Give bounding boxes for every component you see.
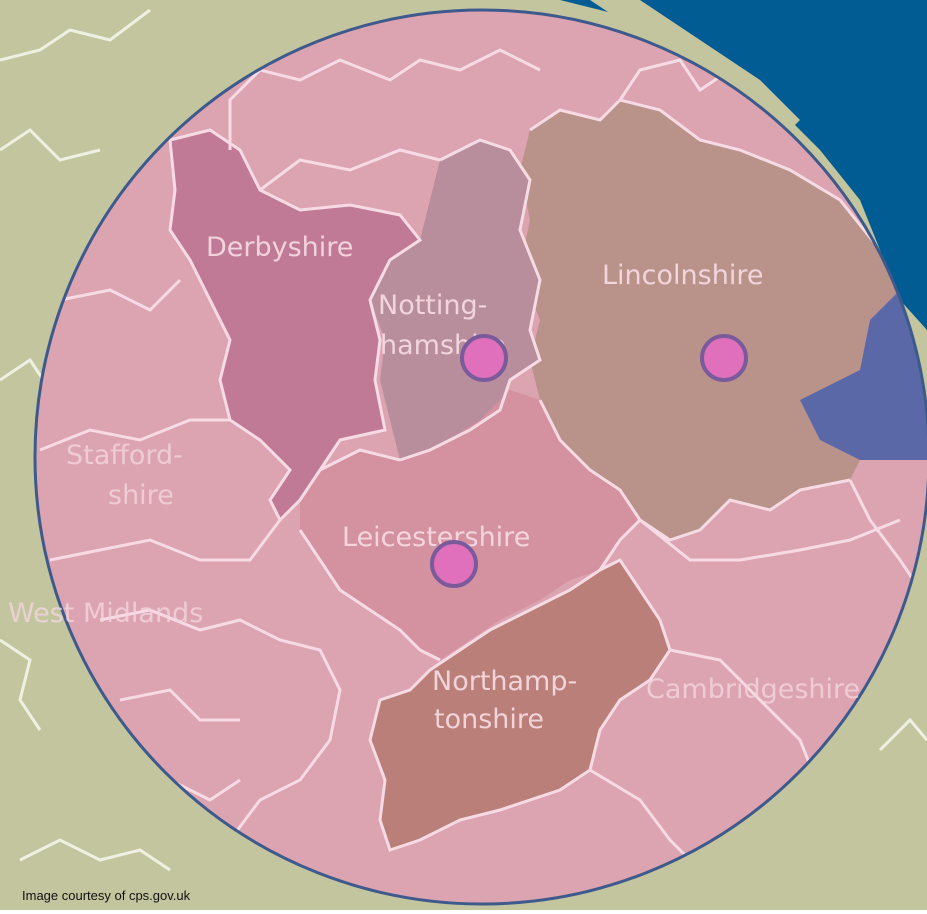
county-derbyshire <box>170 130 420 520</box>
label-nottinghamshire-1: Notting- <box>378 290 487 321</box>
wash <box>800 250 927 460</box>
label-derbyshire: Derbyshire <box>206 232 353 263</box>
county-northamptonshire <box>370 560 670 850</box>
label-leicestershire: Leicestershire <box>342 522 530 553</box>
county-nottinghamshire <box>370 140 540 460</box>
marker-leicestershire[interactable] <box>430 540 478 588</box>
county-boundaries <box>39 48 927 872</box>
label-west-midlands: West Midlands <box>8 598 203 629</box>
sea <box>560 0 927 330</box>
label-northamptonshire-1: Northamp- <box>432 666 577 697</box>
region-circle <box>33 8 927 906</box>
label-cambridgeshire: Cambridgeshire <box>646 674 860 705</box>
image-credit: Image courtesy of cps.gov.uk <box>22 888 191 903</box>
marker-nottinghamshire[interactable] <box>460 334 508 382</box>
location-markers <box>430 334 748 588</box>
label-lincolnshire: Lincolnshire <box>602 260 763 291</box>
label-staffordshire-1: Stafford- <box>66 440 183 471</box>
label-northamptonshire-2: tonshire <box>434 704 544 735</box>
label-staffordshire-2: shire <box>108 480 174 511</box>
county-labels: Derbyshire Notting- hamshire Lincolnshir… <box>8 232 860 735</box>
outer-boundaries <box>0 8 927 872</box>
county-lincolnshire <box>520 100 900 540</box>
marker-lincolnshire[interactable] <box>700 334 748 382</box>
